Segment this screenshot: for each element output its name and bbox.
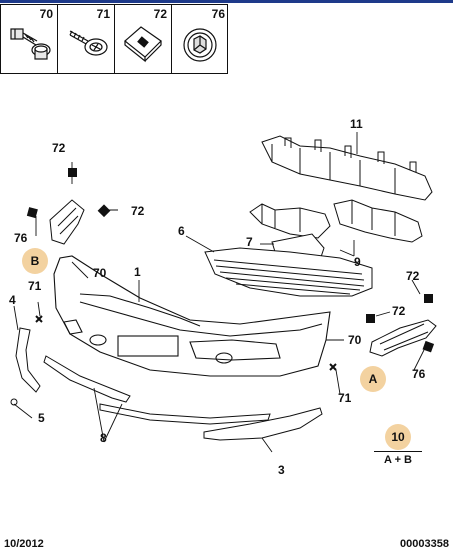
callout-1: 1 xyxy=(134,265,141,279)
legend-cell-70[interactable]: 70 xyxy=(1,5,58,73)
bolt-with-washer-icon xyxy=(10,28,51,60)
callout-76-left: 76 xyxy=(14,231,28,245)
fastener-legend: 70 71 xyxy=(0,4,228,74)
marker-b[interactable]: B xyxy=(22,248,48,274)
reinforcement-beam xyxy=(261,135,433,201)
callout-72-mid-right: 72 xyxy=(392,304,406,318)
clip-squares xyxy=(26,168,435,353)
side-trim xyxy=(15,327,41,393)
kit-callout: 10 A + B xyxy=(368,424,428,474)
legend-cell-71[interactable]: 71 xyxy=(58,5,115,73)
legend-number: 76 xyxy=(211,7,225,21)
callout-72-top-left: 72 xyxy=(52,141,66,155)
legend-number: 72 xyxy=(153,7,167,21)
callout-6: 6 xyxy=(178,224,185,238)
callout-9: 9 xyxy=(354,255,361,269)
callout-8: 8 xyxy=(100,431,107,445)
legend-cell-72[interactable]: 72 xyxy=(115,5,172,73)
fog-lamp-trim xyxy=(203,407,323,441)
self-tapping-screw-icon xyxy=(69,30,108,56)
callout-70-left: 70 xyxy=(93,266,107,280)
header-rule xyxy=(0,0,453,3)
square-clip-nut-icon xyxy=(124,26,162,63)
callout-4: 4 xyxy=(9,293,16,307)
round-push-fastener-icon xyxy=(183,28,217,62)
callout-70-right: 70 xyxy=(348,333,362,347)
trim-clip xyxy=(10,398,18,406)
marker-a[interactable]: A xyxy=(360,366,386,392)
screw-marks xyxy=(35,315,337,371)
callout-5: 5 xyxy=(38,411,45,425)
legend-number: 71 xyxy=(96,7,110,21)
callout-71-right: 71 xyxy=(338,391,352,405)
legend-number: 70 xyxy=(39,7,53,21)
diagram-reference: 00003358 xyxy=(400,538,449,550)
revision-date: 10/2012 xyxy=(4,538,44,550)
parts-drawing xyxy=(10,132,437,453)
callout-11: 11 xyxy=(350,117,363,131)
right-mounting-bracket xyxy=(369,319,437,357)
exploded-parts-diagram: 1 3 4 5 6 7 8 9 11 70 70 71 71 72 72 72 … xyxy=(0,74,453,530)
impact-absorbers xyxy=(249,199,423,243)
callout-72-mid-left: 72 xyxy=(131,204,145,218)
legend-cell-76[interactable]: 76 xyxy=(172,5,229,73)
callout-7: 7 xyxy=(246,235,253,249)
left-mounting-bracket xyxy=(49,199,85,245)
callout-76-right: 76 xyxy=(412,367,426,381)
kit-divider xyxy=(374,451,422,452)
callout-71-left: 71 xyxy=(28,279,42,293)
callout-72-top-right: 72 xyxy=(406,269,420,283)
callout-3: 3 xyxy=(278,463,285,477)
kit-formula: A + B xyxy=(383,454,412,466)
leader-lines xyxy=(13,132,425,453)
bumper-cover xyxy=(53,255,331,377)
radiator-grille xyxy=(204,247,373,297)
kit-number[interactable]: 10 xyxy=(385,424,411,450)
